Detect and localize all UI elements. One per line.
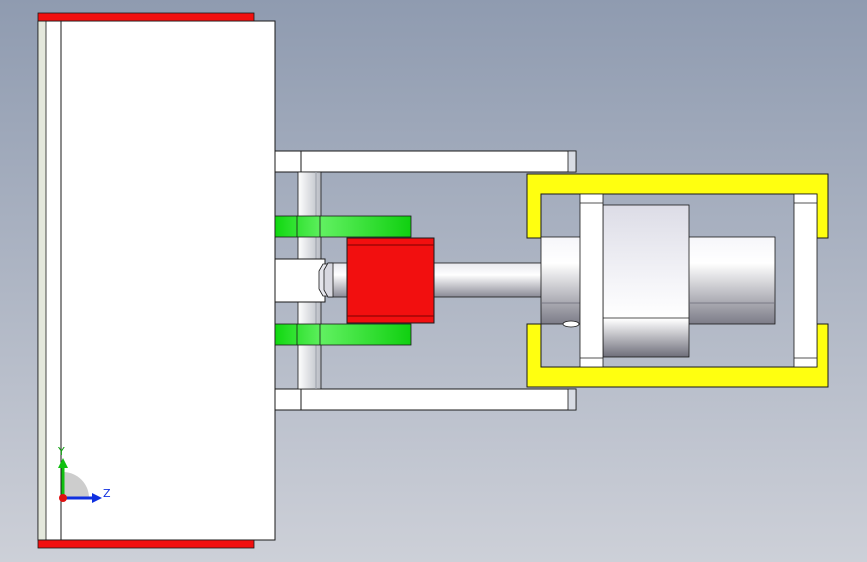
frame-bar-bottom[interactable] bbox=[274, 388, 577, 411]
red-block[interactable] bbox=[346, 237, 435, 324]
cylinder-end-plate-right[interactable] bbox=[793, 193, 818, 368]
triad-z-label: Z bbox=[103, 487, 111, 500]
frame-bar-top[interactable] bbox=[274, 150, 577, 173]
base-plate-top-strip[interactable] bbox=[37, 12, 255, 22]
base-plate-bottom-strip[interactable] bbox=[37, 539, 255, 549]
green-bracket-bottom[interactable] bbox=[274, 323, 412, 346]
green-bracket-top[interactable] bbox=[274, 215, 412, 238]
triad-y-label: Y bbox=[57, 445, 65, 458]
base-plate[interactable] bbox=[37, 20, 276, 541]
coordinate-triad: Y Z bbox=[57, 445, 111, 503]
cylinder-end-plate-left[interactable] bbox=[579, 193, 604, 368]
